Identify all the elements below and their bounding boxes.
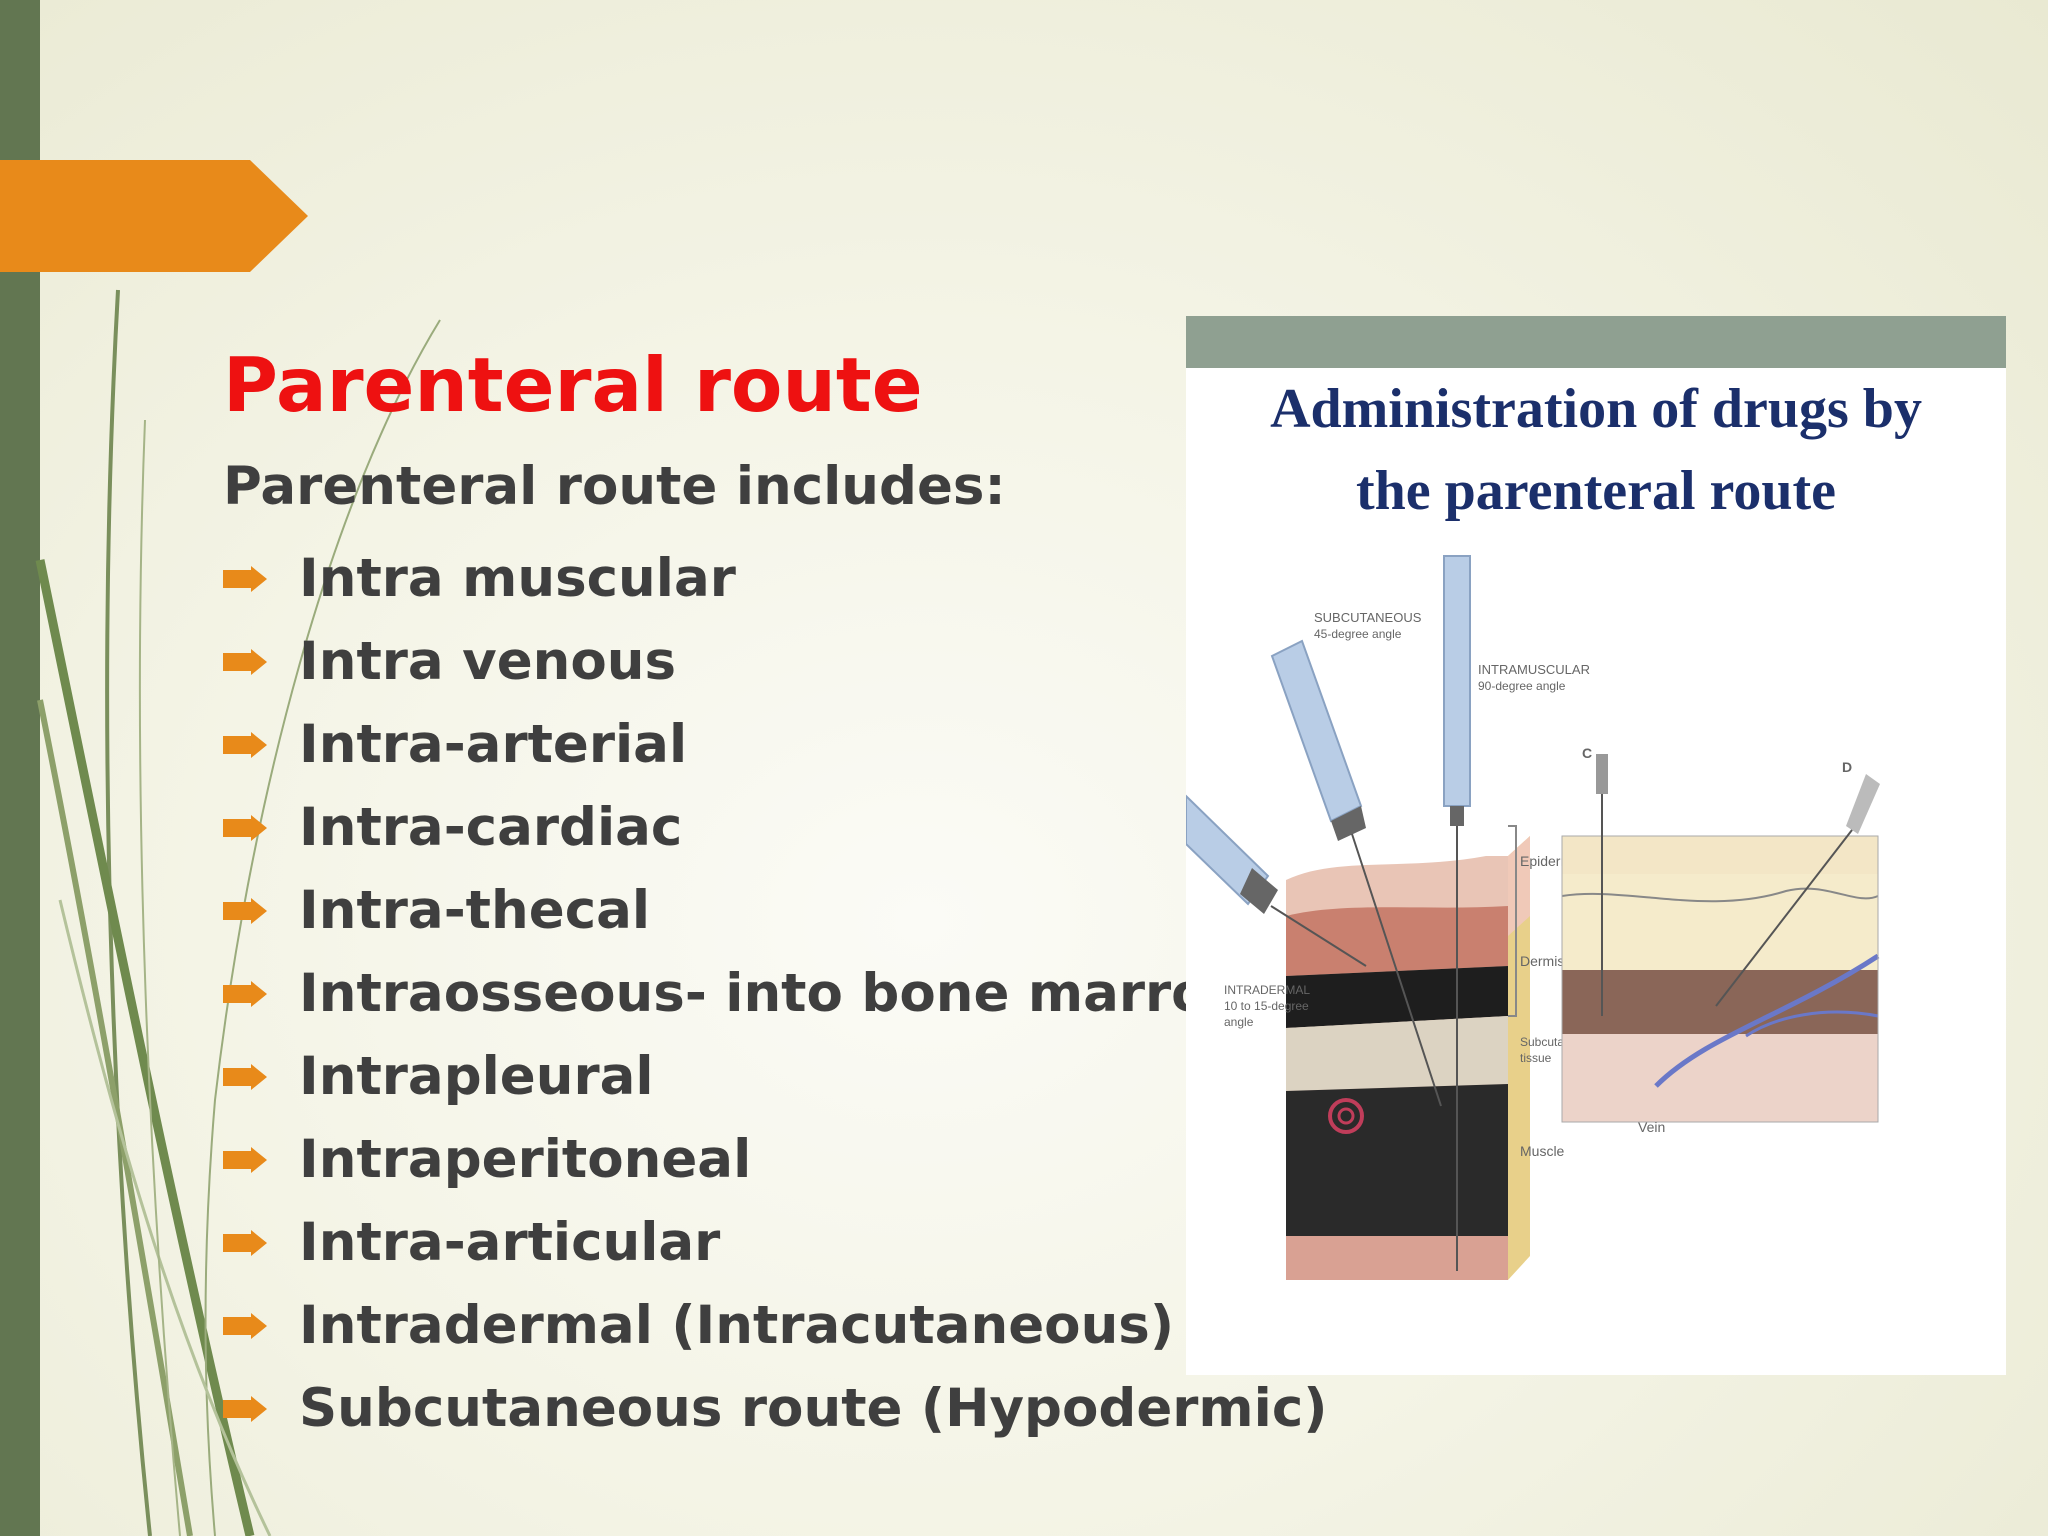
list-item: Intra-arterial <box>223 703 1327 786</box>
slide-subtitle: Parenteral route includes: <box>223 456 1006 517</box>
label-intradermal: INTRADERMAL <box>1224 983 1310 997</box>
syringe-intramuscular-icon <box>1443 555 1471 1271</box>
list-item-text: Intraosseous- into bone marrow <box>299 963 1257 1024</box>
skin-layers-illustration: Epidermis Dermis Subcutaneous tissue Mus… <box>1186 555 1880 1280</box>
label-subcutaneous: SUBCUTANEOUS <box>1314 610 1422 625</box>
figure-title-line-2: the parenteral route <box>1355 460 1837 522</box>
list-item: Intra-thecal <box>223 869 1327 952</box>
arrow-bullet-icon <box>223 648 267 675</box>
route-list: Intra muscular Intra venous Intra-arteri… <box>223 537 1327 1450</box>
list-item-text: Intra-arterial <box>299 714 688 775</box>
label-subcutaneous-tissue-2: tissue <box>1520 1051 1552 1065</box>
list-item-text: Intra-articular <box>299 1212 721 1273</box>
arrow-bullet-icon <box>223 1063 267 1090</box>
list-item: Intraosseous- into bone marrow <box>223 952 1327 1035</box>
figure-header-band <box>1186 316 2006 368</box>
syringe-subcutaneous-icon <box>1270 639 1442 1107</box>
figure-title: Administration of drugs by the parentera… <box>1186 368 2006 532</box>
arrow-bullet-icon <box>223 565 267 592</box>
label-dermis: Dermis <box>1520 953 1564 969</box>
label-intradermal-angle-2: angle <box>1224 1015 1254 1029</box>
list-item-text: Intra muscular <box>299 548 736 609</box>
arrow-bullet-icon <box>223 1229 267 1256</box>
list-item: Subcutaneous route (Hypodermic) <box>223 1367 1327 1450</box>
orange-title-tab <box>0 160 308 272</box>
list-item: Intra muscular <box>223 537 1327 620</box>
label-intramuscular-angle: 90-degree angle <box>1478 679 1566 693</box>
needle-d-icon <box>1715 774 1880 1007</box>
list-item: Intrapleural <box>223 1035 1327 1118</box>
label-d: D <box>1842 759 1852 775</box>
syringe-intradermal-icon <box>1186 794 1367 967</box>
arrow-bullet-icon <box>223 897 267 924</box>
list-item: Intraperitoneal <box>223 1118 1327 1201</box>
label-vein: Vein <box>1638 1119 1665 1135</box>
figure-title-line-1: Administration of drugs by <box>1270 378 1922 440</box>
label-intradermal-angle: 10 to 15-degree <box>1224 999 1309 1013</box>
list-item-text: Intra-cardiac <box>299 797 683 858</box>
list-item-text: Intrapleural <box>299 1046 654 1107</box>
skin-block <box>1286 836 1530 1280</box>
arrow-bullet-icon <box>223 814 267 841</box>
label-muscle: Muscle <box>1520 1143 1565 1159</box>
list-item-text: Intradermal (Intracutaneous) <box>299 1295 1175 1356</box>
label-subcutaneous-angle: 45-degree angle <box>1314 627 1402 641</box>
list-item-text: Intra-thecal <box>299 880 651 941</box>
vein-cross-section <box>1561 835 1880 1123</box>
arrow-bullet-icon <box>223 1312 267 1339</box>
arrow-bullet-icon <box>223 1395 267 1422</box>
list-item: Intra venous <box>223 620 1327 703</box>
slide-title: Parenteral route <box>223 341 923 429</box>
list-item-text: Subcutaneous route (Hypodermic) <box>299 1378 1328 1439</box>
label-c: C <box>1582 745 1592 761</box>
injection-diagram: Administration of drugs by the parentera… <box>1186 316 2006 1375</box>
arrow-bullet-icon <box>223 731 267 758</box>
list-item-text: Intra venous <box>299 631 677 692</box>
arrow-bullet-icon <box>223 1146 267 1173</box>
grass-decoration <box>35 289 441 1536</box>
list-item: Intra-articular <box>223 1201 1327 1284</box>
label-intramuscular: INTRAMUSCULAR <box>1478 662 1590 677</box>
needle-c-icon <box>1596 754 1608 1016</box>
list-item-text: Intraperitoneal <box>299 1129 752 1190</box>
arrow-bullet-icon <box>223 980 267 1007</box>
list-item: Intradermal (Intracutaneous) <box>223 1284 1327 1367</box>
list-item: Intra-cardiac <box>223 786 1327 869</box>
